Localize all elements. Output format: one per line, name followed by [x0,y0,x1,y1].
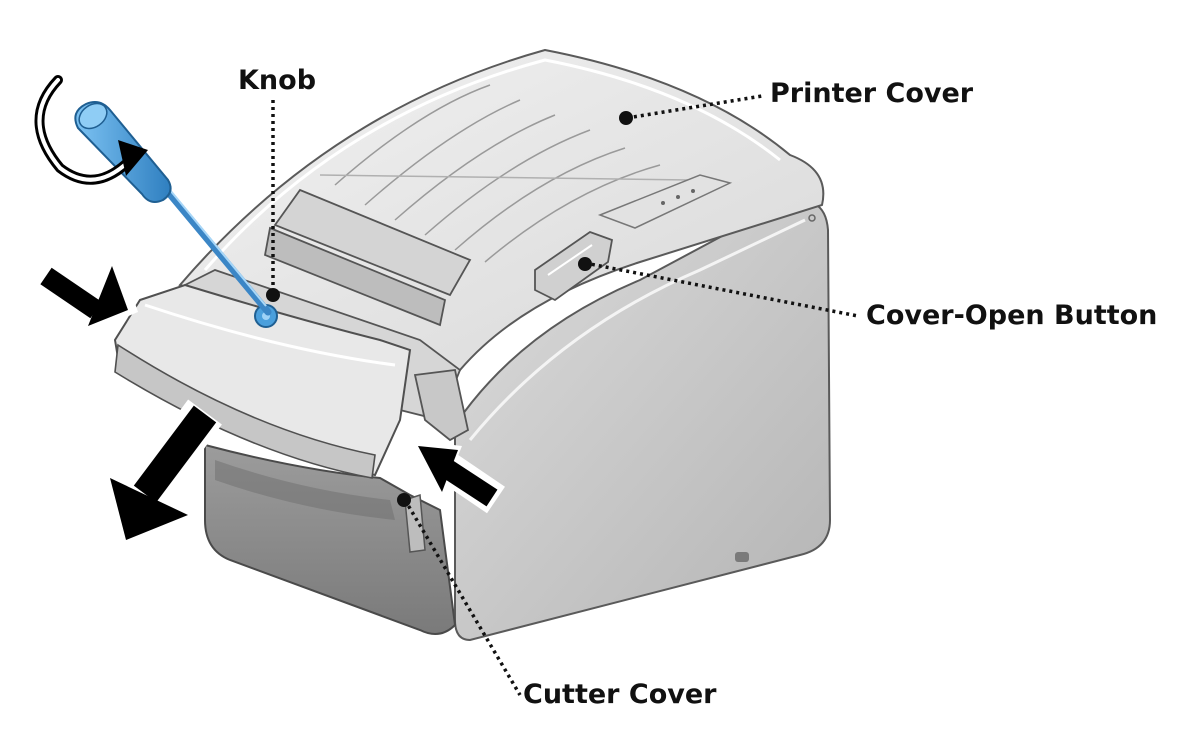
printer-cover-label: Printer Cover [770,78,974,109]
paper-exit-tray-front [263,226,447,327]
arrow-push-right-icon [33,258,138,332]
arrow-push-left-icon [412,440,505,514]
screwdriver [74,101,272,316]
printer-cover-rim [203,58,781,271]
side-latch [404,493,426,553]
power-indicator [808,214,816,222]
indicator-led [661,201,665,205]
cover-open-button-highlight [547,244,593,276]
leader-dots [266,111,633,507]
printer-foot [735,552,749,562]
cover-ribs [319,84,691,263]
leader-cutter-cover [403,499,522,696]
arrow-pull-down-left-icon [100,399,222,552]
printer-body [113,48,832,642]
right-side-panel [454,200,832,642]
side-hinge-bracket [413,369,470,442]
cover-open-button-label: Cover-Open Button [866,300,1158,331]
rotate-clockwise-icon [34,75,148,185]
paper-exit-tray [273,188,472,297]
knob-label: Knob [238,65,317,96]
leader-lines [271,94,859,696]
indicator-led [676,195,680,199]
indicator-led [691,189,695,193]
control-panel-strip [597,174,733,229]
cover-open-button-shape [534,230,614,302]
leader-printer-cover [626,94,763,120]
cutter-cover-highlight [144,303,396,367]
leader-cover-open-button [584,261,859,318]
front-face-shade [215,460,395,520]
cutter-cover-label: Cutter Cover [523,679,717,710]
